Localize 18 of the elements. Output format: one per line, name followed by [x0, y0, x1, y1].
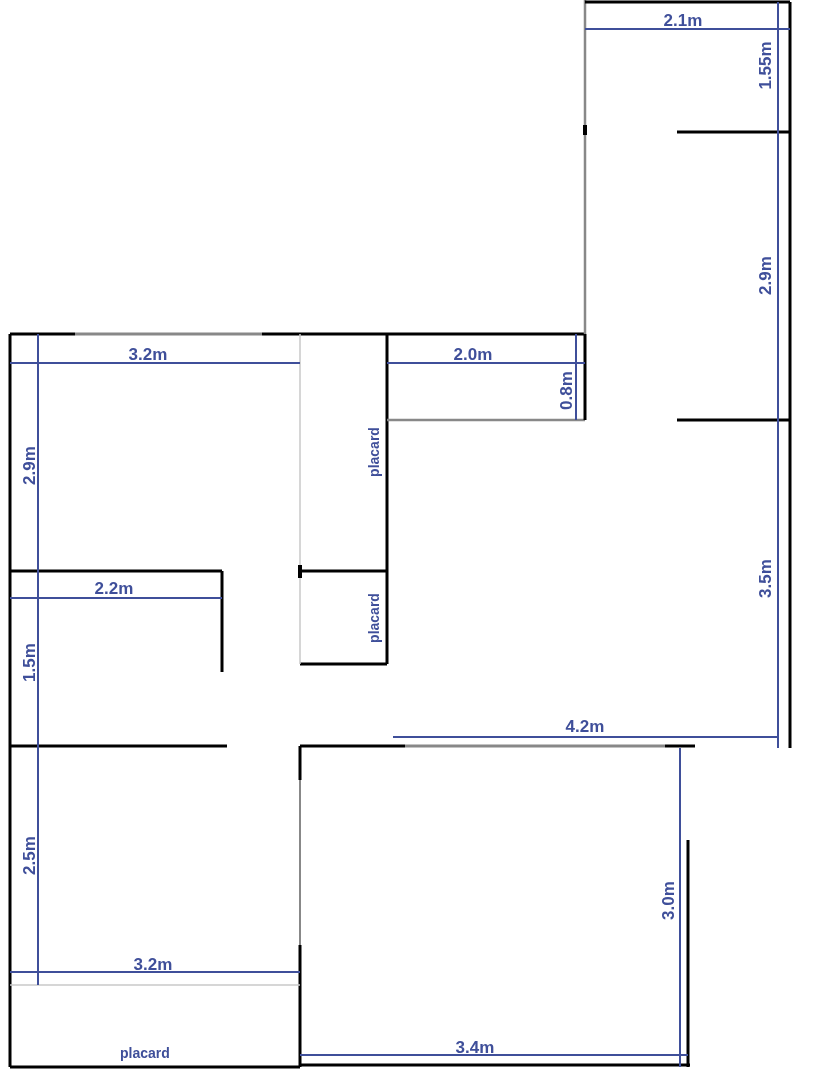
dimension-label: 3.4m — [455, 1038, 495, 1056]
dimension-label: 3.2m — [128, 345, 168, 363]
dimension-label: 3.2m — [133, 955, 173, 973]
dimension-label: 0.8m — [557, 370, 575, 410]
closet-label: placard — [366, 427, 381, 477]
dimension-label: 4.2m — [565, 717, 605, 735]
dimension-label: 1.55m — [756, 40, 774, 90]
dimension-label: 3.5m — [756, 558, 774, 598]
closet-label: placard — [366, 593, 381, 643]
dimension-label: 2.9m — [20, 445, 38, 485]
dimension-label: 2.9m — [756, 255, 774, 295]
dimension-label: 2.5m — [20, 835, 38, 875]
closet-label: placard — [120, 1046, 170, 1060]
dimension-label: 2.1m — [663, 11, 703, 29]
dimension-label: 3.0m — [659, 880, 677, 920]
dimension-label: 2.2m — [94, 579, 134, 597]
dimension-label: 2.0m — [453, 345, 493, 363]
dimension-label: 1.5m — [20, 642, 38, 682]
